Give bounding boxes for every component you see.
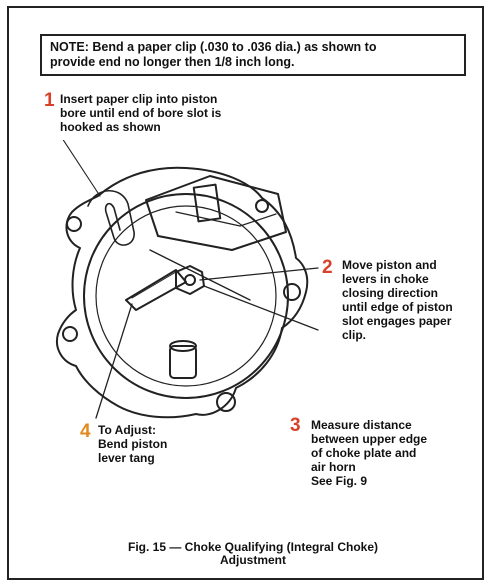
step-3-callout: 3 Measure distance between upper edge of… [290,415,428,488]
leader-step-2b [203,285,319,331]
step-2-line-3: closing direction [342,286,439,300]
step-2-line-5: slot engages paper [342,314,452,328]
step-3-line-1: Measure distance [311,418,412,432]
paper-clip [87,190,135,246]
choke-housing-illustration [56,140,319,419]
leader-step-2 [199,267,319,281]
step-3-line-5: See Fig. 9 [311,474,368,488]
step-1-callout: 1 Insert paper clip into piston bore unt… [44,90,222,134]
mount-hole-left [66,216,82,232]
step-4-line-3: lever tang [98,451,155,465]
mount-hole-bottom [216,392,236,412]
step-2-callout: 2 Move piston and levers in choke closin… [322,258,453,342]
step-2-number: 2 [322,257,333,278]
step-3-line-4: air horn [311,460,356,474]
step-1-line-1: Insert paper clip into piston [60,92,218,106]
step-2-line-2: levers in choke [342,272,429,286]
step-2-line-6: clip. [342,328,367,342]
step-1-number: 1 [44,90,55,111]
step-3-line-2: between upper edge [311,432,428,446]
note-line-2: provide end no longer then 1/8 inch long… [50,55,295,69]
caption-line-2: Adjustment [220,553,286,567]
step-2-line-1: Move piston and [342,258,437,272]
lower-boss [169,345,197,379]
mount-hole-right [283,283,301,301]
step-3-line-3: of choke plate and [311,446,417,460]
note-box: NOTE: Bend a paper clip (.030 to .036 di… [40,34,466,76]
bore-outer-ring [83,193,289,399]
step-4-number: 4 [80,421,91,442]
figure-caption: Fig. 15 — Choke Qualifying (Integral Cho… [40,541,466,567]
figure-frame [7,6,484,580]
leader-step-4 [95,303,133,419]
step-1-line-3: hooked as shown [60,120,161,134]
note-line-1: NOTE: Bend a paper clip (.030 to .036 di… [50,40,377,54]
caption-line-1: Fig. 15 — Choke Qualifying (Integral Cho… [127,540,379,554]
step-2-line-4: until edge of piston [342,300,453,314]
step-4-callout: 4 To Adjust: Bend piston lever tang [80,421,168,465]
mount-hole-lower-left [62,326,78,342]
housing-flange [56,166,309,419]
step-4-line-1: To Adjust: [98,423,156,437]
step-4-line-2: Bend piston [98,437,168,451]
step-1-line-2: bore until end of bore slot is [60,106,222,120]
bore-inner-ring [95,205,277,387]
leader-step-1 [62,140,101,197]
step-3-number: 3 [290,415,301,436]
mount-hole-top [255,199,269,213]
